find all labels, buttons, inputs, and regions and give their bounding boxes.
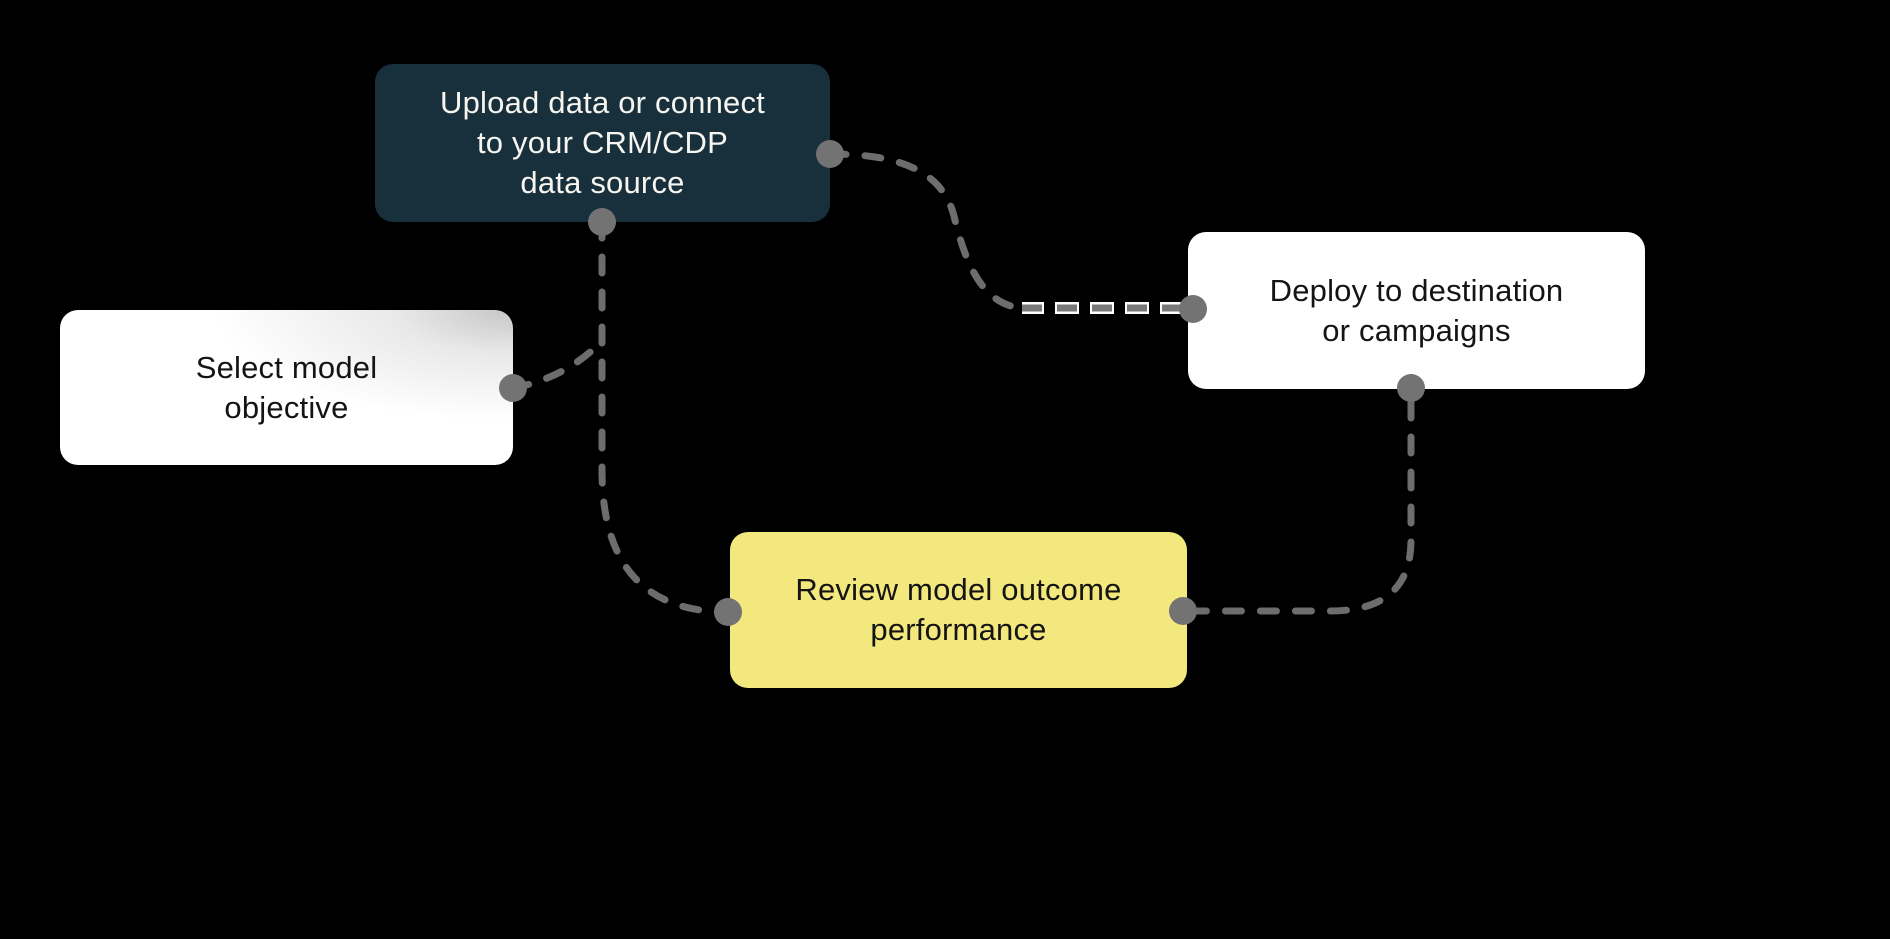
node-review-performance-label: Review model outcome performance [795, 572, 1122, 647]
node-select-objective[interactable]: Select model objective [60, 310, 513, 465]
connector-deploy-to-review [1192, 398, 1415, 615]
node-select-objective-label: Select model objective [195, 349, 378, 425]
node-review-performance[interactable]: Review model outcome performance [730, 532, 1187, 688]
connector-select-to-flow [509, 337, 606, 392]
node-deploy-destination-label: Deploy to destination or campaigns [1269, 272, 1564, 348]
node-deploy-destination[interactable]: Deploy to destination or campaigns [1188, 232, 1645, 389]
node-upload-data-label: Upload data or connect to your CRM/CDP d… [440, 85, 765, 200]
connector-upload-to-deploy [826, 150, 1026, 312]
node-upload-data[interactable]: Upload data or connect to your CRM/CDP d… [375, 64, 830, 222]
connector-upload-to-review [598, 218, 732, 616]
